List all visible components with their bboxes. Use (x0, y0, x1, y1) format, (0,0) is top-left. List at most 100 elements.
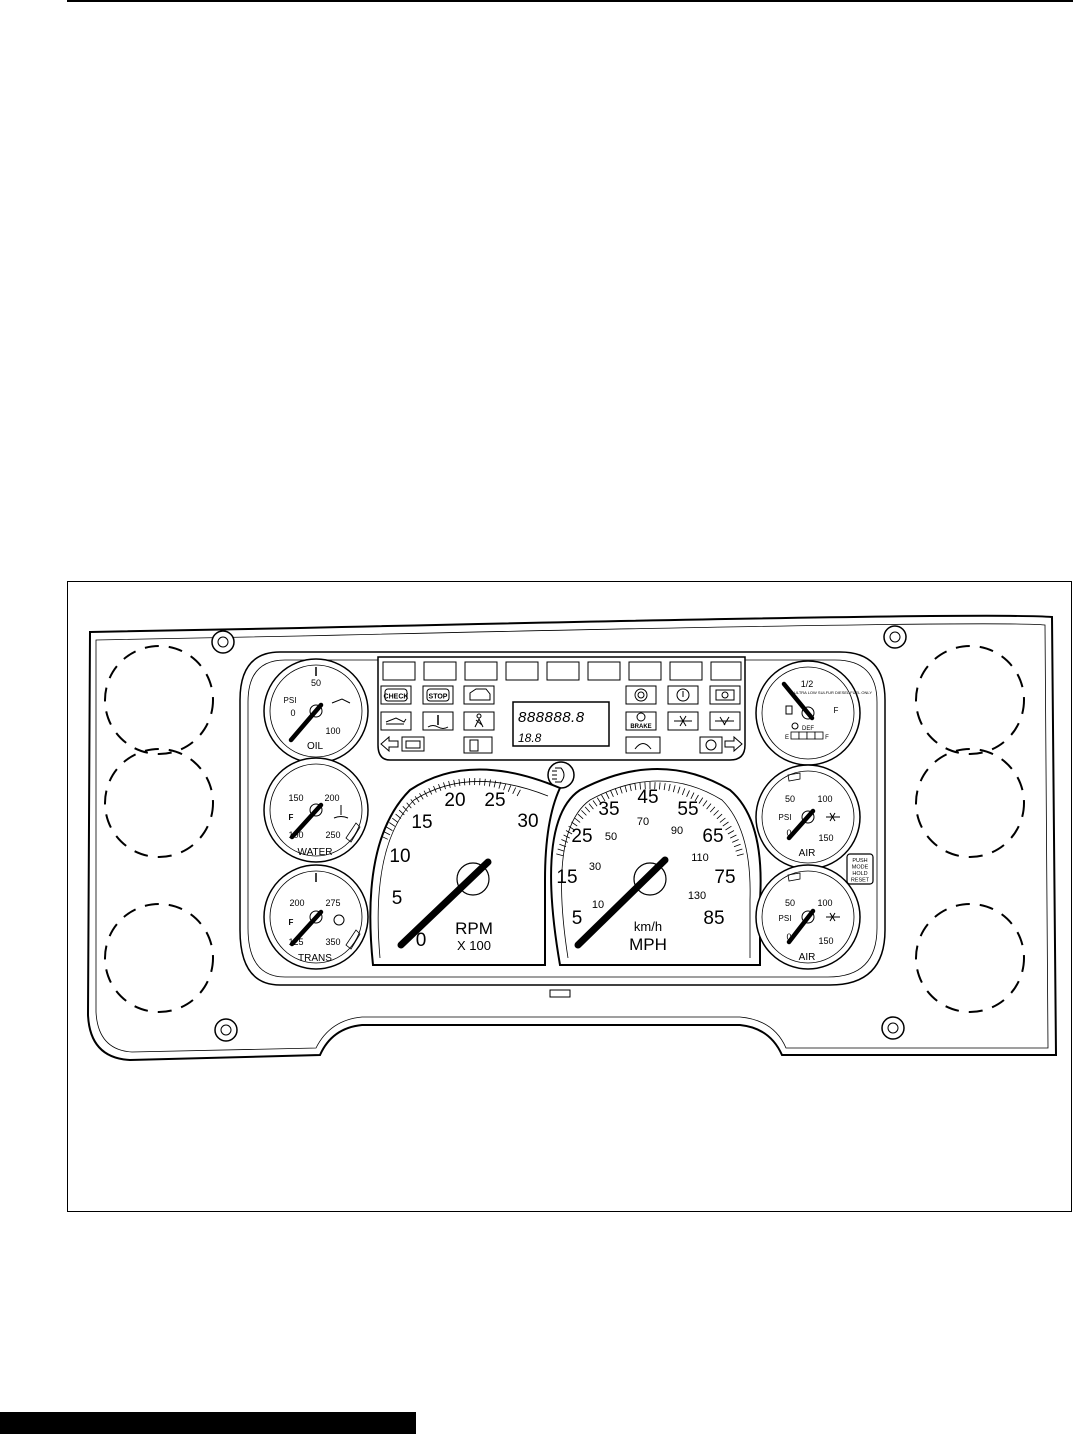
speedometer-tick (681, 788, 686, 796)
tachometer-tick-marks (381, 777, 521, 840)
bolt-icon (211, 630, 235, 654)
right-turn-icon[interactable] (724, 735, 743, 753)
oil-tick-50: 50 (311, 678, 321, 688)
speedometer-kmh-tick-label: 110 (691, 852, 709, 864)
fuel-half-label: 1/2 (801, 679, 814, 689)
air-valve-icon (826, 912, 840, 922)
tachometer-tick (406, 802, 412, 809)
speedometer-tick (716, 813, 723, 820)
speedometer-tick (571, 821, 578, 827)
speedometer-tick (601, 794, 606, 802)
speedometer-tick (659, 782, 661, 790)
speedometer-tick (563, 834, 570, 839)
speedometer-kmh-tick-label: 90 (671, 825, 683, 837)
page-header-rule (67, 0, 1073, 2)
fuel-gauge-needle (781, 681, 815, 721)
switch-location-right-1 (915, 645, 1025, 755)
tachometer-tick (386, 826, 393, 831)
tachometer-tick (484, 778, 486, 786)
speedometer-tick (605, 792, 610, 799)
water-gauge-needle (289, 802, 324, 840)
odometer-readout: 888888.8 (518, 709, 585, 726)
air-bottom-gauge-needle (786, 908, 816, 945)
trailer-abs-icon (715, 689, 735, 701)
left-turn-icon[interactable] (380, 735, 399, 753)
oil-psi-label: PSI (284, 696, 297, 705)
tachometer-tick-label: 30 (517, 811, 538, 832)
bolt-icon (883, 625, 907, 649)
bolt-icon (214, 1018, 238, 1042)
air-bottom-gauge-label: AIR (799, 952, 816, 963)
speedometer-mph-tick-label: 75 (714, 867, 735, 888)
speedometer-tick (663, 783, 666, 791)
tachometer-tick (503, 783, 507, 791)
speedometer-tick (574, 817, 581, 823)
speedometer-mph-tick-label: 5 (572, 908, 583, 929)
speedometer-tick (694, 794, 699, 802)
trip-readout: 18.8 (518, 731, 542, 745)
tachometer-tick (414, 796, 420, 803)
speedometer-tick (588, 803, 594, 810)
coolant-temp-icon (333, 805, 349, 819)
speedometer-tick (610, 790, 614, 797)
brake-lamp-label: BRAKE (630, 724, 651, 730)
speedometer-tick (727, 830, 735, 835)
speedometer-kmh-tick-label: 30 (589, 861, 601, 873)
switch-location-right-2 (915, 748, 1025, 858)
speedometer-mph-tick-label: 45 (637, 787, 658, 808)
speedometer-tick (698, 797, 704, 804)
speedometer-mph-tick-label: 25 (571, 826, 592, 847)
air-pressure-gauge-primary: 50 100 0 150 PSI AIR (755, 764, 861, 870)
tachometer-tick (453, 779, 456, 787)
oil-pressure-gauge: 50 0 100 PSI OIL (263, 658, 369, 764)
trans-unit-f: F (289, 918, 294, 927)
water-unit-f: F (289, 813, 294, 822)
tachometer-tick (507, 785, 512, 792)
air-valve-icon (715, 716, 734, 726)
speedometer-tick (577, 813, 584, 820)
tachometer-tick (389, 822, 396, 827)
tachometer-tick (463, 778, 466, 786)
tachometer-tick (419, 793, 424, 800)
speedometer-tick (713, 810, 719, 816)
water-gauge-label: WATER (298, 847, 333, 858)
speedometer-kmh-tick-label: 10 (592, 899, 604, 911)
speedometer-tick (568, 825, 575, 831)
tachometer-tick (423, 790, 428, 797)
speedometer-tick (702, 800, 708, 807)
oil-can-icon (385, 717, 407, 725)
switch-location-left-1 (104, 645, 214, 755)
engine-icon (469, 688, 491, 701)
fuel-gauge: 1/2 ULTRA LOW SULFUR DIESEL FUEL ONLY F … (755, 660, 872, 766)
coolant-temp-icon (427, 715, 449, 729)
fuel-pump-icon (463, 736, 493, 754)
indicator-lamp (382, 661, 416, 681)
speedometer-tick (736, 853, 744, 857)
indicator-lamp (669, 661, 703, 681)
def-full-label: F (825, 735, 829, 741)
indicator-lamp (464, 661, 498, 681)
air-valve-icon (826, 812, 840, 822)
indicator-lamp (587, 661, 621, 681)
seatbelt-icon (474, 713, 484, 728)
speedometer-tick (629, 784, 632, 792)
rpm-label: RPM (455, 919, 493, 938)
air-top-tick-50: 50 (785, 794, 795, 804)
oil-tick-0: 0 (290, 708, 295, 718)
rpm-multiplier-label: X 100 (457, 938, 491, 953)
air-pressure-gauge-secondary: 50 100 0 150 PSI AIR (755, 864, 861, 970)
wheel-icon (699, 736, 723, 754)
speedometer-tick (614, 788, 619, 796)
fuel-pump-icon (785, 705, 793, 715)
parking-brake-icon: BRAKE (630, 712, 652, 730)
tachometer-needle (397, 858, 492, 949)
speedometer-tick (706, 803, 712, 810)
speedometer-kmh-tick-label: 130 (688, 890, 706, 902)
tachometer-tick (458, 778, 461, 786)
speedometer-mph-tick-label: 35 (598, 799, 619, 820)
speedometer-tick-marks (556, 782, 744, 857)
speedometer-tick (725, 825, 732, 831)
